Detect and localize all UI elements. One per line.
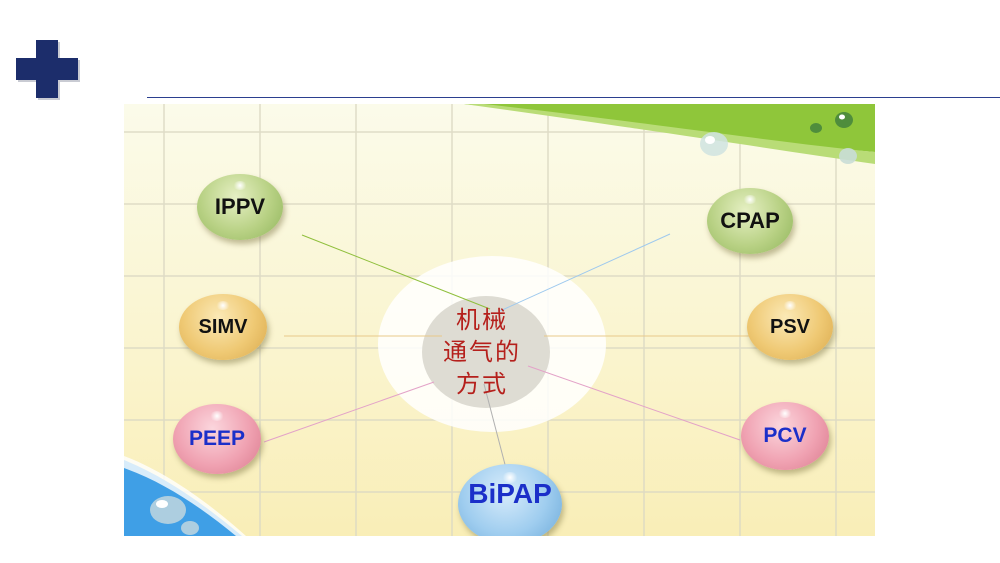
node-cpap: CPAP [707,188,793,254]
node-psv-label: PSV [769,315,811,338]
node-pcv: PCV [741,402,829,470]
center-title-line: 通气的 [443,338,521,366]
connector-ippv [301,234,491,310]
diagram-background [124,104,875,536]
center-title: 机械 通气的 方式 [427,304,537,400]
connector-bipap [483,383,509,477]
node-simv-label: SIMV [198,315,248,338]
medical-cross-icon [16,40,80,100]
center-title-line: 机械 [456,306,508,334]
node-bipap: BiPAP [458,464,562,536]
connector-peep [263,381,435,443]
center-title-line: 方式 [456,370,508,398]
node-cpap-label: CPAP [720,208,780,233]
node-ippv: IPPV [197,174,283,240]
title-divider [147,97,1000,98]
node-simv: SIMV [179,294,267,360]
node-peep: PEEP [173,404,261,474]
node-ippv-label: IPPV [214,194,266,219]
node-pcv-label: PCV [763,424,807,447]
connector-pcv [527,365,741,441]
node-bipap-label: BiPAP [468,478,552,509]
node-peep-label: PEEP [188,427,246,450]
ventilation-modes-diagram: IPPV CPAP SIMV PSV PEEP PCV BiPAP [124,104,875,536]
node-psv: PSV [747,294,833,360]
connector-cpap [499,233,671,312]
